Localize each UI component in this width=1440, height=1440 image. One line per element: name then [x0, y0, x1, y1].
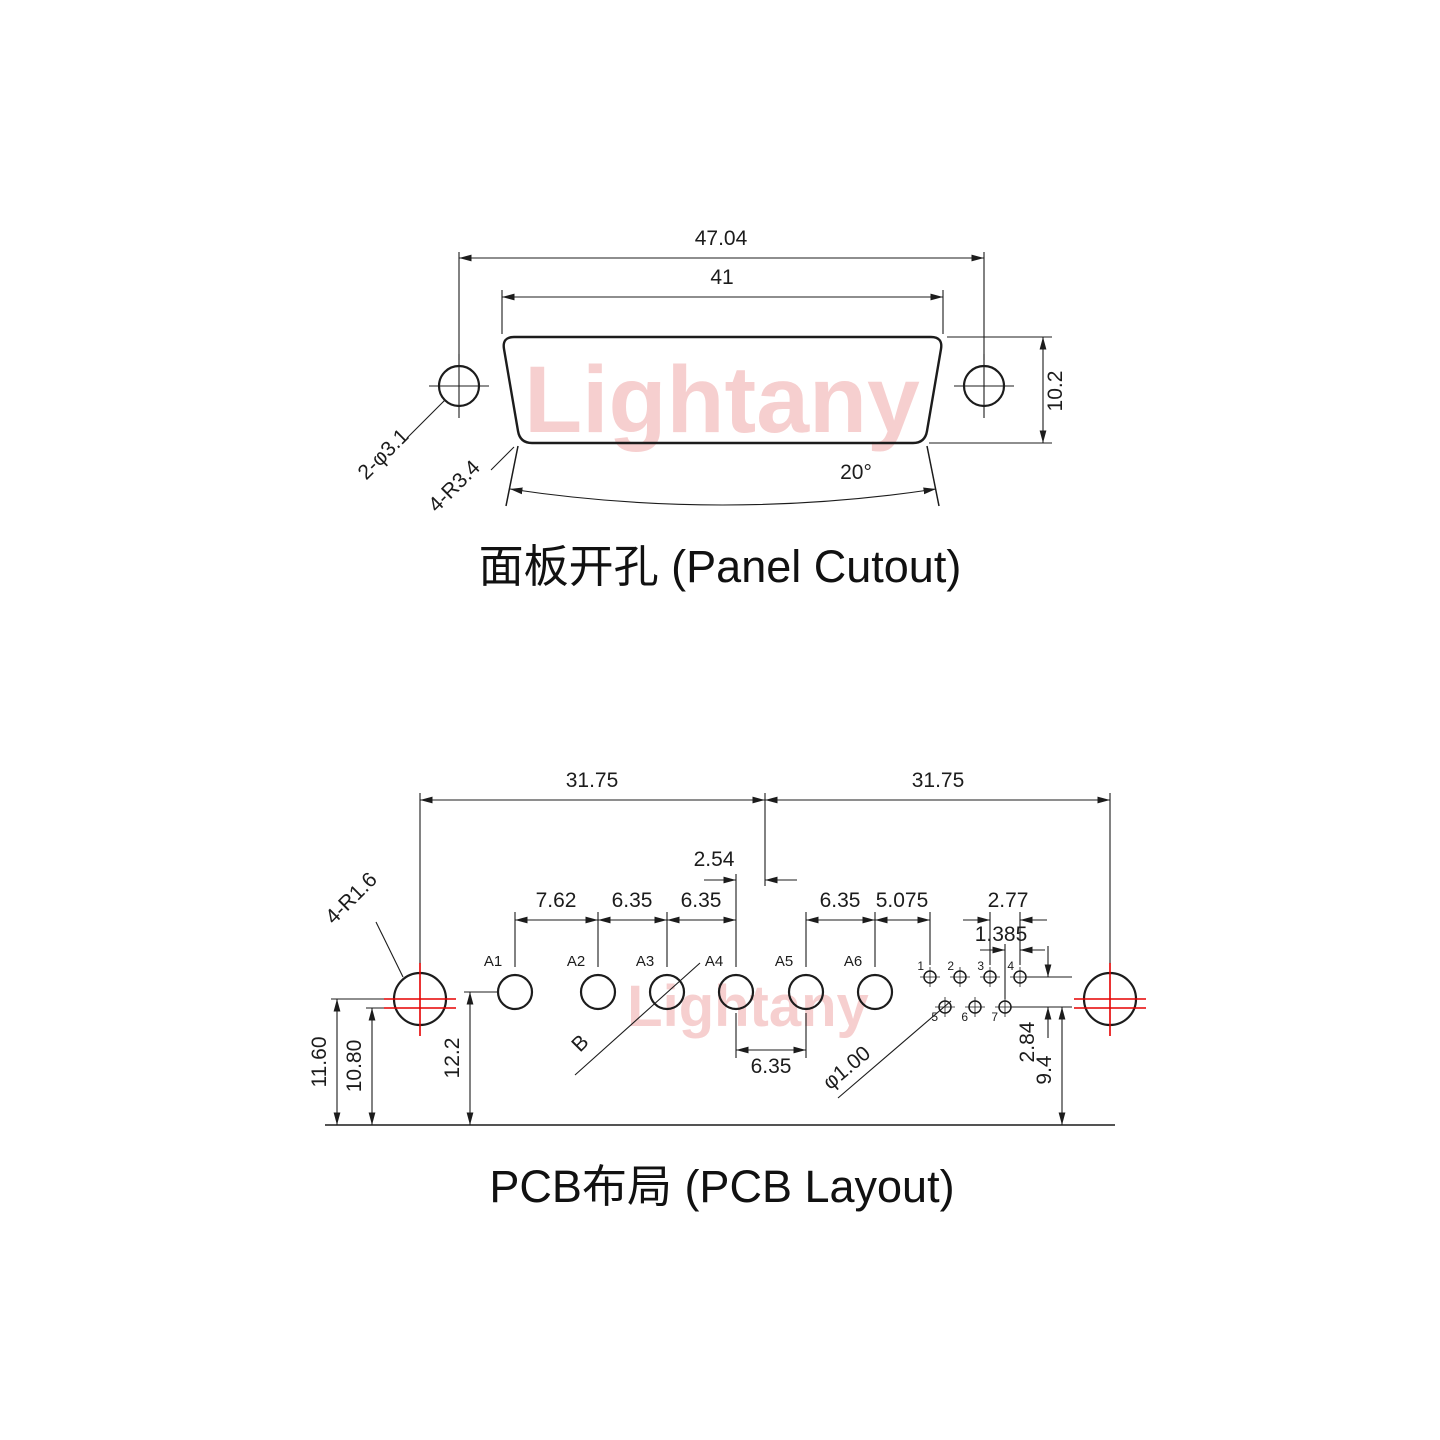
dim-height: 10.2: [1044, 371, 1067, 412]
panel-leader-lines: [406, 399, 515, 471]
pcb-small-pins: [920, 967, 1030, 1017]
label-a6: A6: [844, 953, 862, 970]
pin-6: [965, 997, 985, 1017]
pin-5: [935, 997, 955, 1017]
hole-a4: [717, 973, 755, 1011]
pin-2: [950, 967, 970, 987]
dim-row-offset: 1.385: [975, 923, 1028, 946]
panel-angle-annotation: [505, 445, 940, 507]
label-mount-holes: 2-φ3.1: [354, 425, 414, 485]
pcb-large-hole-labels: A1 A2 A3 A4 A5 A6: [484, 953, 862, 970]
label-a4: A4: [705, 953, 723, 970]
pcb-large-holes: [496, 973, 894, 1011]
hole-a1: [496, 973, 534, 1011]
watermark-bottom: Lightany: [627, 974, 869, 1039]
label-a3: A3: [636, 953, 654, 970]
pcb-layout-caption: PCB布局 (PCB Layout): [489, 1161, 954, 1212]
pcb-small-pin-labels: 1 2 3 4 5 6 7: [917, 959, 1014, 1024]
hole-a3: [648, 973, 686, 1011]
dim-a3-a4: 6.35: [681, 889, 722, 912]
pcb-dimension-lines: [333, 796, 1110, 1125]
panel-mount-hole-right: [954, 354, 1014, 418]
label-pin-1: 1: [917, 959, 924, 973]
dim-row-gap: 2.84: [1016, 1021, 1039, 1062]
dim-height-3: 12.2: [441, 1038, 464, 1079]
pcb-mount-hole-left: [384, 963, 456, 1036]
dim-height-2: 10.80: [343, 1040, 366, 1093]
pcb-mount-hole-right: [1074, 963, 1146, 1036]
pin-3: [980, 967, 1000, 987]
dim-center-offset: 2.54: [694, 848, 735, 871]
label-corner-radius: 4-R3.4: [424, 456, 485, 517]
dim-span-right: 31.75: [912, 769, 965, 792]
panel-dimension-lines: [459, 254, 1047, 443]
dim-width-outer: 47.04: [695, 227, 748, 250]
panel-cutout-caption: 面板开孔 (Panel Cutout): [479, 541, 962, 592]
pin-1: [920, 967, 940, 987]
dsub-cutout-body: [502, 335, 943, 445]
dim-span-left: 31.75: [566, 769, 619, 792]
dim-height-1: 11.60: [308, 1037, 331, 1088]
label-pin-3: 3: [977, 959, 984, 973]
pin-4: [1010, 967, 1030, 987]
dim-pin-height: 9.4: [1033, 1055, 1056, 1085]
panel-mount-hole-left: [429, 354, 489, 418]
label-pin-7: 7: [991, 1010, 998, 1024]
watermark-top: Lightany: [524, 347, 920, 453]
dim-angle: 20°: [840, 461, 872, 484]
dim-a2-a3: 6.35: [612, 889, 653, 912]
label-a5: A5: [775, 953, 793, 970]
hole-a5: [787, 973, 825, 1011]
label-a1: A1: [484, 953, 502, 970]
label-pin-4: 4: [1007, 959, 1014, 973]
hole-a6: [856, 973, 894, 1011]
hole-a2: [579, 973, 617, 1011]
label-pin-2: 2: [947, 959, 954, 973]
dim-pin-pitch: 2.77: [988, 889, 1029, 912]
label-pin-5: 5: [931, 1010, 938, 1024]
dim-width-inner: 41: [710, 266, 733, 289]
dim-a4-a5: 6.35: [751, 1055, 792, 1078]
label-pin-6: 6: [961, 1010, 968, 1024]
pcb-leader-lines: [375, 921, 952, 1099]
label-section-b: B: [567, 1030, 593, 1056]
label-a2: A2: [567, 953, 585, 970]
pin-7: [995, 997, 1015, 1017]
dim-a5-a6: 6.35: [820, 889, 861, 912]
dim-a1-a2: 7.62: [536, 889, 577, 912]
label-pin-diameter: φ1.00: [819, 1042, 876, 1095]
dim-a6-pin1: 5.075: [876, 889, 929, 912]
label-pcb-corner-radius: 4-R1.6: [321, 868, 382, 929]
